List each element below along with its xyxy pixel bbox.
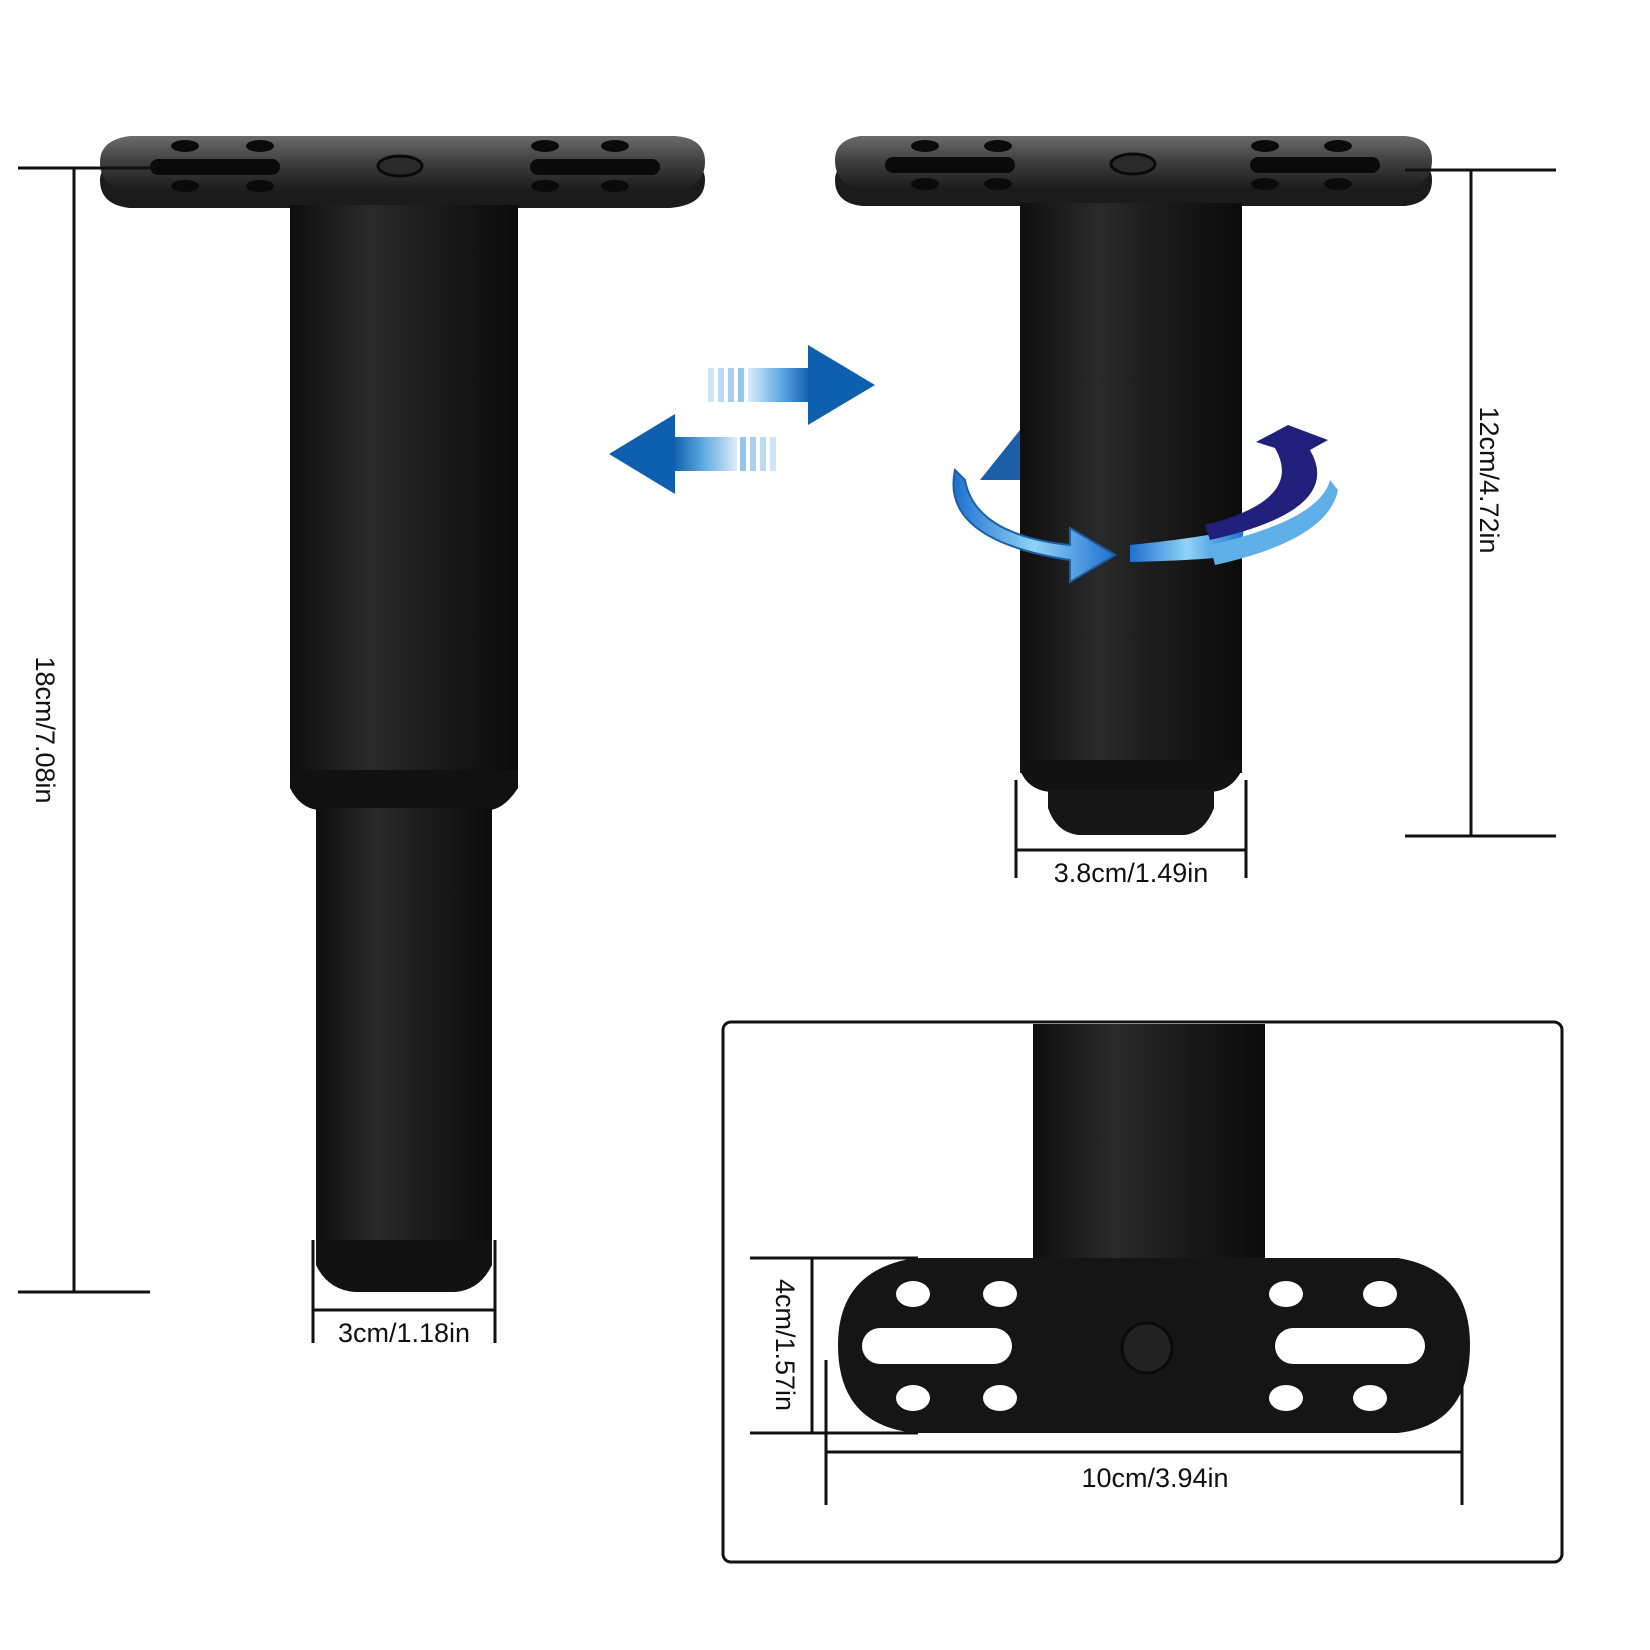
upper-tube-left (290, 205, 518, 780)
plate-length-dimension (824, 1360, 1464, 1505)
extended-leg (100, 136, 705, 1292)
lower-tube-foot (316, 1240, 492, 1292)
retract-arrow-icon (609, 414, 776, 494)
upper-tube-right-bottom (1020, 760, 1242, 792)
retracted-leg (835, 136, 1432, 835)
retracted-height-dimension (1405, 168, 1556, 838)
rotate-arrow-icon (952, 425, 1338, 584)
detail-tube (1033, 1024, 1265, 1284)
retracted-height-label: 12cm/4.72in (1474, 406, 1504, 553)
bottom-diameter-label: 3cm/1.18in (338, 1318, 470, 1348)
lower-tube-left (316, 808, 492, 1263)
upper-tube-right (1020, 203, 1242, 773)
tube-collar (290, 770, 518, 810)
plate-length-label: 10cm/3.94in (1081, 1463, 1228, 1493)
extend-arrow-icon (708, 345, 875, 425)
top-diameter-label: 3.8cm/1.49in (1054, 858, 1209, 888)
retracted-foot (1048, 790, 1214, 835)
extended-height-label: 18cm/7.08in (30, 656, 60, 803)
top-diameter-dimension (1014, 780, 1248, 878)
plate-width-label: 4cm/1.57in (770, 1279, 800, 1411)
mounting-plate-top-left (100, 136, 705, 208)
bottom-diameter-dimension (311, 1240, 497, 1343)
plate-detail-frame (721, 1020, 1564, 1564)
mounting-plate-top-right (835, 136, 1432, 206)
extended-height-dimension (18, 166, 150, 1294)
plate-width-dimension (750, 1256, 918, 1435)
plate-detail (838, 1024, 1470, 1433)
